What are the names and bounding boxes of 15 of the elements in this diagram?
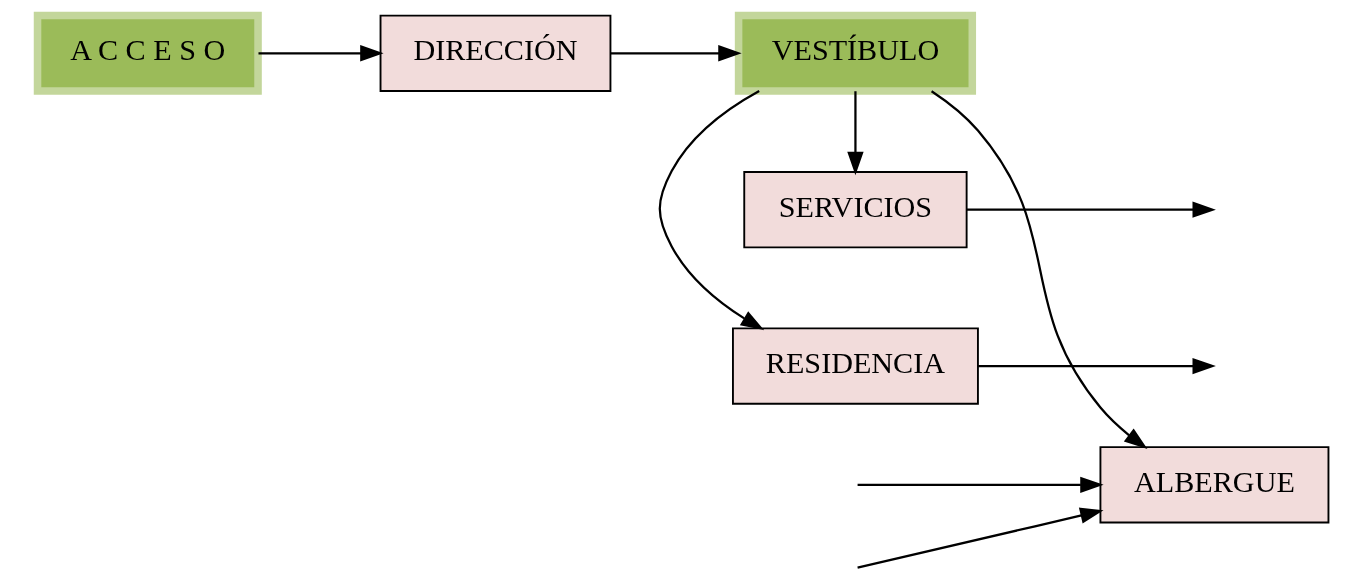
- node-box: VESTÍBULO: [734, 11, 976, 95]
- node-box: DIRECCIÓN: [379, 14, 611, 92]
- node-box: RESIDENCIA: [731, 327, 979, 405]
- arrow: [966, 201, 1216, 218]
- arrow: [930, 90, 1147, 449]
- node-box: ALBERGUE: [1099, 446, 1329, 524]
- arrow: [857, 476, 1104, 493]
- arrow: [977, 357, 1216, 375]
- arrow: [658, 90, 764, 331]
- arrow: [258, 45, 384, 62]
- arrow: [846, 91, 864, 176]
- arrow: [856, 507, 1104, 569]
- arrow: [610, 45, 742, 62]
- node-box: A C C E S O: [33, 11, 262, 95]
- node-box: SERVICIOS: [742, 171, 968, 249]
